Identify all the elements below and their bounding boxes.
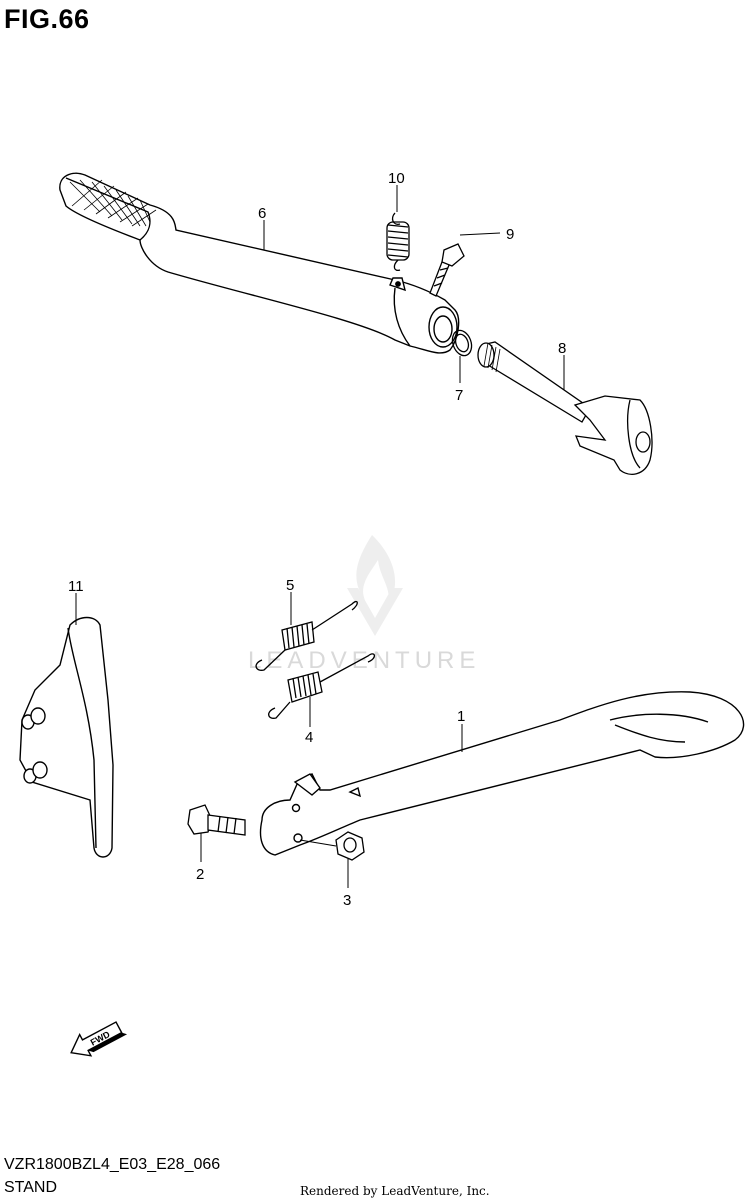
figure-title: FIG.66 <box>4 4 90 34</box>
callout-5: 5 <box>286 577 294 594</box>
render-credit: Rendered by LeadVenture, Inc. <box>300 1184 490 1198</box>
watermark-text: LEADVENTURE <box>248 647 480 674</box>
callout-10: 10 <box>388 170 405 187</box>
part-1-side-stand <box>259 691 745 856</box>
part-7-washer <box>451 329 473 357</box>
diagram-code: VZR1800BZL4_E03_E28_066 <box>4 1156 221 1173</box>
callout-2: 2 <box>196 866 204 883</box>
part-5-spring <box>255 600 358 671</box>
callout-3: 3 <box>343 892 351 909</box>
callout-1: 1 <box>457 708 465 725</box>
fwd-arrow-icon: FWD <box>70 1021 128 1057</box>
part-10-spring <box>386 212 410 272</box>
callout-4: 4 <box>305 729 313 746</box>
part-9-bolt <box>429 243 465 297</box>
part-11-cover <box>19 616 114 858</box>
part-2-bolt <box>187 804 246 836</box>
part-3-nut <box>335 831 365 861</box>
callout-6: 6 <box>258 205 266 222</box>
callout-8: 8 <box>558 340 566 357</box>
callout-9: 9 <box>506 226 514 243</box>
watermark: LEADVENTURE <box>248 535 480 674</box>
leader-lines <box>75 185 565 888</box>
callout-7: 7 <box>455 387 463 404</box>
part-8-shaft <box>477 341 653 475</box>
diagram-name: STAND <box>4 1179 58 1196</box>
part-6-lever <box>59 172 460 354</box>
part-4-spring <box>268 653 376 719</box>
callout-11: 11 <box>68 578 84 595</box>
